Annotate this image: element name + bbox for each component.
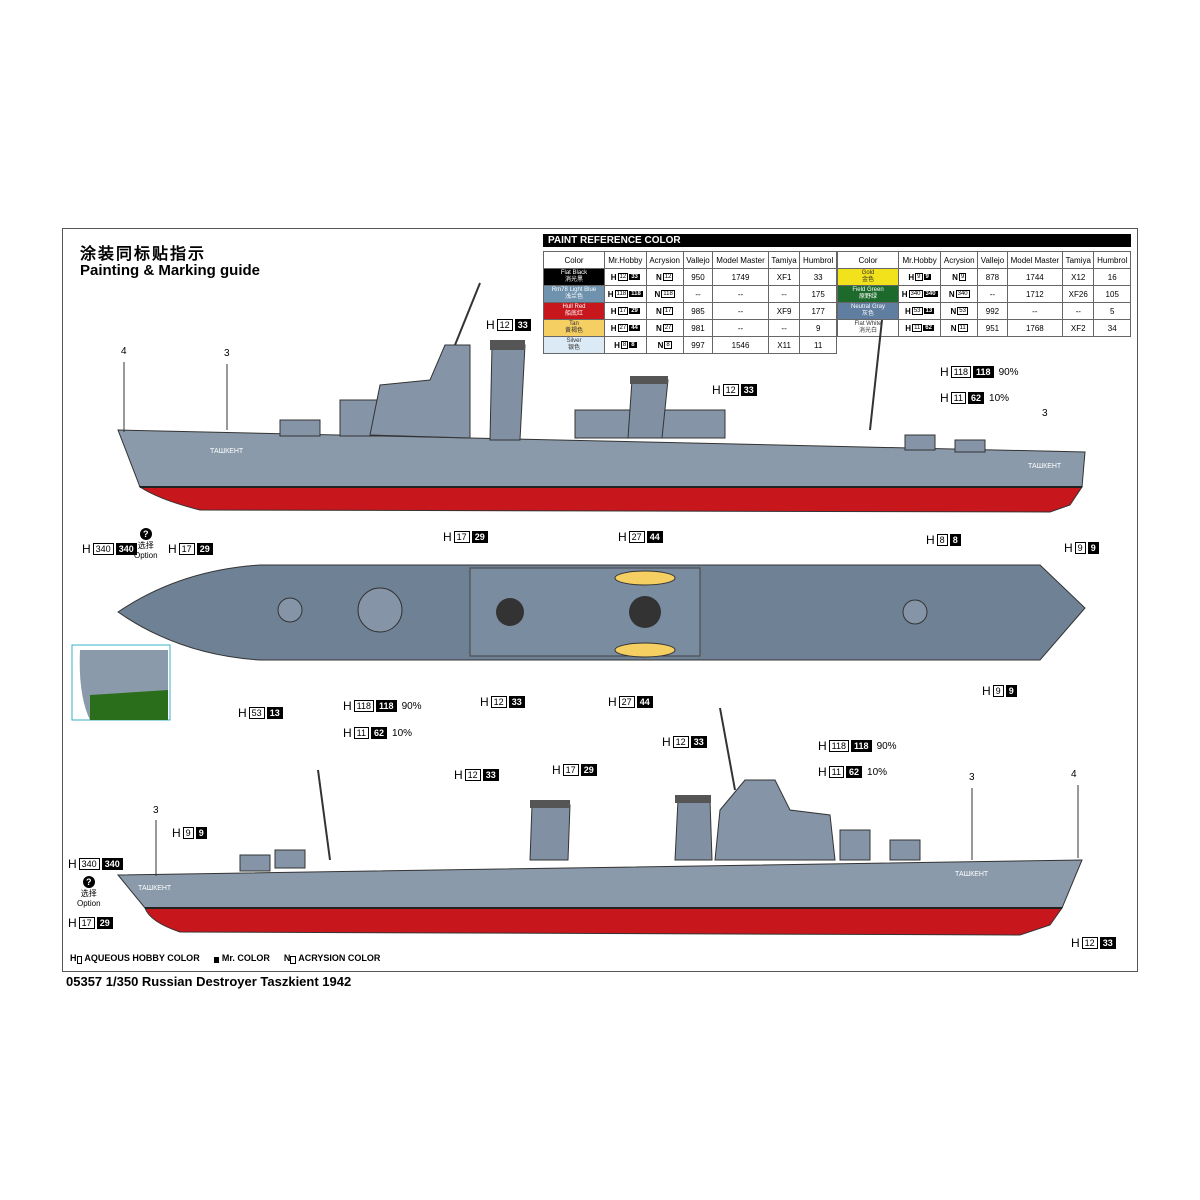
ship-name-stern: ТАШКЕНТ (1028, 463, 1062, 470)
humbrol-code: 11 (799, 336, 837, 354)
part-number: 3 (1042, 408, 1048, 419)
legend-n: N ACRYSION COLOR (283, 953, 381, 964)
ship-top-view (117, 564, 1086, 661)
option-cn: 选择 (80, 889, 97, 898)
part-number: 3 (969, 772, 975, 783)
guide-frame (62, 228, 1138, 972)
model-master-code: 1546 (712, 336, 769, 354)
option-cn: 选择 (137, 541, 154, 550)
option-inset (71, 644, 171, 721)
part-number: 3 (153, 805, 159, 816)
option-note-bottom: ? 选择 Option (77, 876, 101, 908)
question-icon: ? (82, 876, 95, 888)
tamiya-code: XF26 (1062, 285, 1095, 303)
humbrol-code: 34 (1093, 319, 1131, 337)
legend-h: H AQUEOUS HOBBY COLOR (70, 953, 200, 964)
option-note-top: ? 选择 Option (134, 528, 158, 560)
kit-title: 05357 1/350 Russian Destroyer Taszkient … (66, 974, 352, 989)
legend: H AQUEOUS HOBBY COLOR Mr. COLOR N ACRYSI… (70, 953, 381, 964)
humbrol-code: 9 (799, 319, 837, 337)
vallejo-code: 951 (977, 319, 1008, 337)
part-number: 4 (121, 346, 127, 357)
option-en: Option (77, 899, 101, 908)
part-number: 3 (224, 348, 230, 359)
ship-name-stern-port: ТАШКЕНТ (138, 885, 172, 892)
tamiya-code: XF2 (1062, 319, 1095, 337)
question-icon: ? (139, 528, 152, 540)
title-english: Painting & Marking guide (80, 262, 261, 279)
legend-mr: Mr. COLOR (213, 953, 270, 963)
option-en: Option (134, 551, 158, 560)
title-chinese: 涂装同标贴指示 (80, 246, 207, 263)
ship-side-view-port (116, 707, 1083, 936)
ship-name-bow: ТАШКЕНТ (210, 448, 244, 455)
ship-name-bow-port: ТАШКЕНТ (955, 871, 989, 878)
part-number: 4 (1071, 769, 1077, 780)
ship-side-view-starboard (117, 282, 1086, 513)
paint-table-heading: PAINT REFERENCE COLOR (543, 234, 1131, 247)
model-master-code: 1768 (1006, 319, 1064, 337)
